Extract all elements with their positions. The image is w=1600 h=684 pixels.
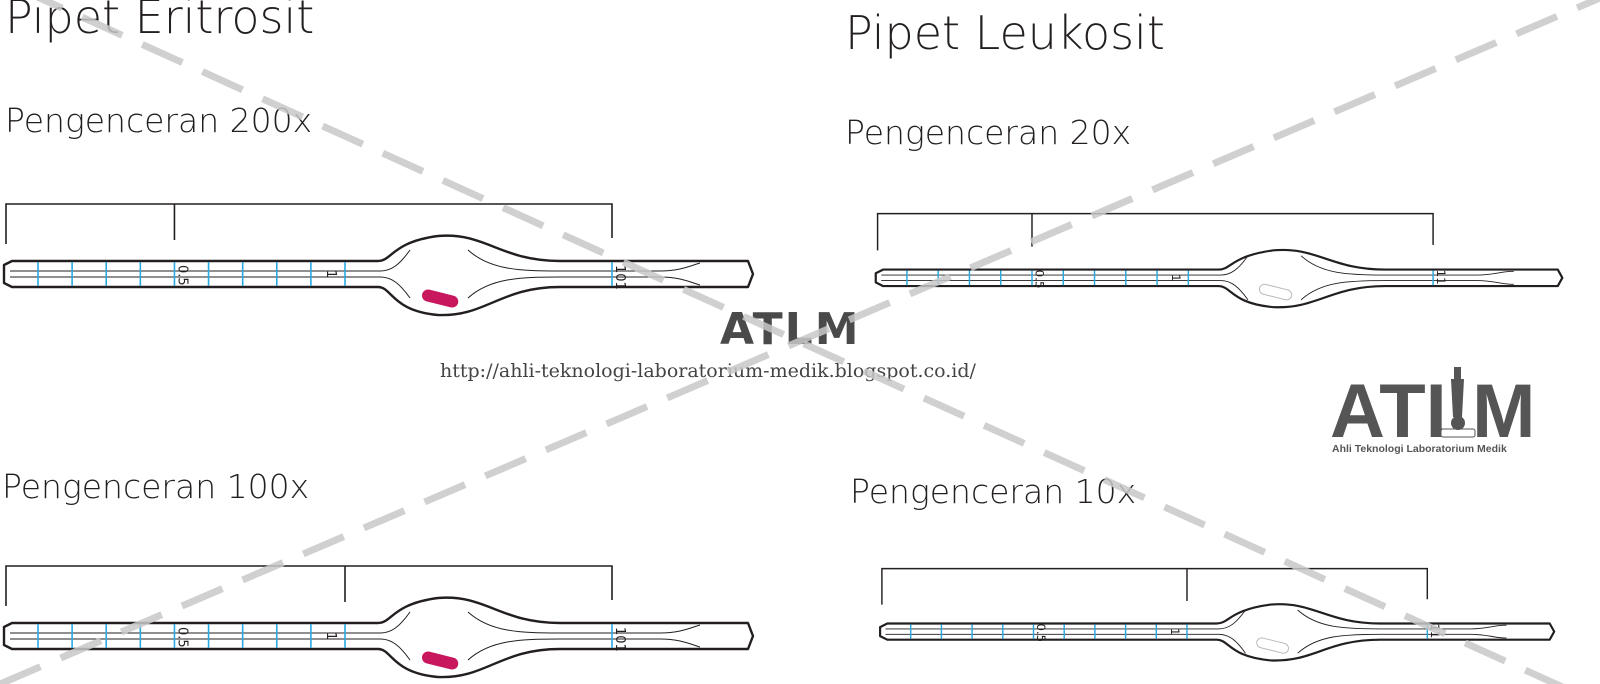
pipette-outline [874, 248, 1564, 309]
pipette-body [879, 603, 1556, 662]
bracket-line [5, 565, 613, 606]
pipette-body [874, 248, 1564, 309]
volume-bracket [5, 565, 613, 606]
bracket-line [876, 212, 1434, 251]
subtitle-dilution-10x: Pengenceran 10x [850, 472, 1137, 511]
pipette-outline [2, 596, 755, 679]
volume-bracket [876, 212, 1434, 251]
mark-0.5-label: 0.5 [174, 627, 189, 648]
volume-bracket [881, 567, 1429, 605]
bracket-line [881, 567, 1429, 605]
mark-11-label: 11 [1434, 270, 1448, 285]
mark-1-label: 1 [323, 632, 338, 640]
pipette-eritrosit-200x: 0.5 1 101 [2, 203, 755, 317]
subtitle-dilution-20x: Pengenceran 20x [845, 113, 1132, 152]
title-pipet-eritrosit: Pipet Eritrosit [5, 0, 315, 44]
mark-1-label: 1 [1168, 628, 1182, 635]
watermark-url: http://ahli-teknologi-laboratorium-medik… [440, 360, 976, 382]
pipette-body [2, 596, 755, 679]
mark-101-label: 101 [612, 627, 627, 652]
logo-wordmark: ATLM [1330, 369, 1535, 454]
watermark-atlm: ATLM [720, 304, 861, 355]
subtitle-dilution-200x: Pengenceran 200x [5, 101, 313, 140]
mark-0.5-label: 0.5 [1034, 624, 1048, 643]
pipette-outline [879, 603, 1556, 662]
mark-1-label: 1 [323, 270, 338, 278]
pipette-leukosit-10x: 0.5 1 11 [879, 567, 1556, 662]
mark-0.5-label: 0.5 [174, 265, 189, 286]
mark-11-label: 11 [1428, 624, 1442, 639]
mark-101-label: 101 [612, 265, 627, 290]
volume-bracket [5, 203, 613, 244]
pipette-outline [2, 234, 755, 317]
mark-1-label: 1 [1169, 274, 1183, 282]
subtitle-dilution-100x: Pengenceran 100x [2, 467, 310, 506]
pipette-body [2, 234, 755, 317]
title-pipet-leukosit: Pipet Leukosit [845, 6, 1165, 60]
logo-tagline: Ahli Teknologi Laboratorium Medik [1332, 443, 1507, 455]
mark-0.5-label: 0.5 [1033, 270, 1047, 289]
pipette-eritrosit-100x: 0.5 1 101 [2, 565, 755, 679]
bracket-line [5, 203, 613, 244]
pipette-leukosit-20x: 0.5 1 11 [874, 212, 1564, 309]
